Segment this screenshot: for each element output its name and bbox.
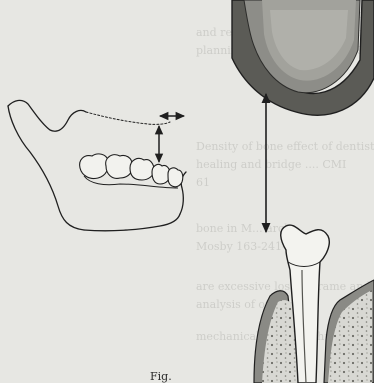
show-through-line: bone in M... arch: [196, 222, 291, 235]
lower-teeth-row: [80, 154, 183, 188]
ridge-cross-section: [232, 0, 374, 115]
show-through-line: Density of bone effect of dentistry pl: [196, 140, 374, 153]
show-through-line: healing and bridge .... CMI: [196, 158, 346, 171]
show-through-line: 61: [196, 176, 210, 189]
figure-caption: Fig.: [150, 370, 172, 383]
